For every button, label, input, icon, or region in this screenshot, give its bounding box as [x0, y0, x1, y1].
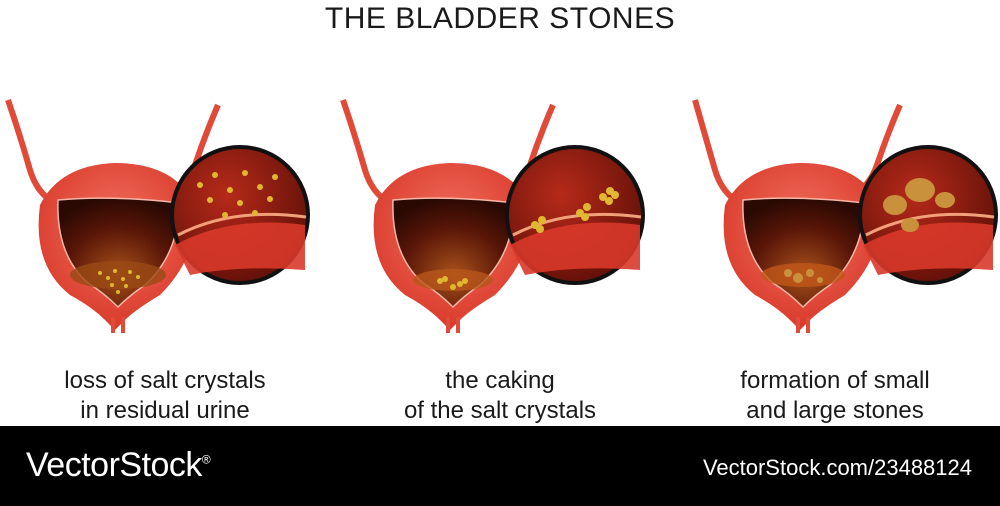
watermark-footer: VectorStock® VectorStock.com/23488124 [0, 426, 1000, 506]
image-id: VectorStock.com/23488124 [702, 455, 972, 480]
caption-line-2: and large stones [746, 397, 924, 424]
panel-stones: formation of small and large stones [670, 95, 1000, 424]
salt-crystals [98, 269, 140, 294]
lens-caked-crystals [531, 187, 619, 233]
ureter-left [5, 99, 52, 203]
small-stones [784, 269, 823, 283]
caption: the caking of the salt crystals [335, 366, 665, 426]
caption-line-2: in residual urine [80, 397, 250, 424]
panel-salt-crystals: loss of salt crystals in residual urine [0, 95, 330, 424]
brand-name: VectorStock [26, 446, 202, 484]
urethra [796, 317, 810, 333]
caption-line-1: formation of small [740, 367, 930, 394]
caption-line-2: of the salt crystals [403, 397, 597, 424]
registered-mark: ® [201, 452, 211, 467]
caption: loss of salt crystals in residual urine [0, 366, 330, 426]
bladder-illustration [692, 99, 998, 333]
caption: formation of small and large stones [670, 366, 1000, 426]
caption-line-1: loss of salt crystals [64, 367, 266, 394]
bladder-illustration [5, 99, 310, 333]
ureter-left [692, 99, 737, 203]
residual-urine [413, 269, 493, 291]
urethra [446, 317, 460, 333]
bladder-illustration [340, 99, 645, 333]
panel-caking: the caking of the salt crystals [335, 95, 665, 424]
caked-crystals [437, 276, 468, 290]
lens-crystals [197, 170, 278, 218]
caption-line-1: the caking [445, 367, 555, 394]
vectorstock-logo: VectorStock® [26, 446, 211, 485]
residual-urine [70, 261, 166, 289]
lens-large-stones [883, 178, 955, 232]
ureter-left [340, 99, 387, 203]
residual-urine [761, 263, 845, 287]
urethra [111, 317, 125, 333]
diagram-title: THE BLADDER STONES [324, 2, 676, 35]
